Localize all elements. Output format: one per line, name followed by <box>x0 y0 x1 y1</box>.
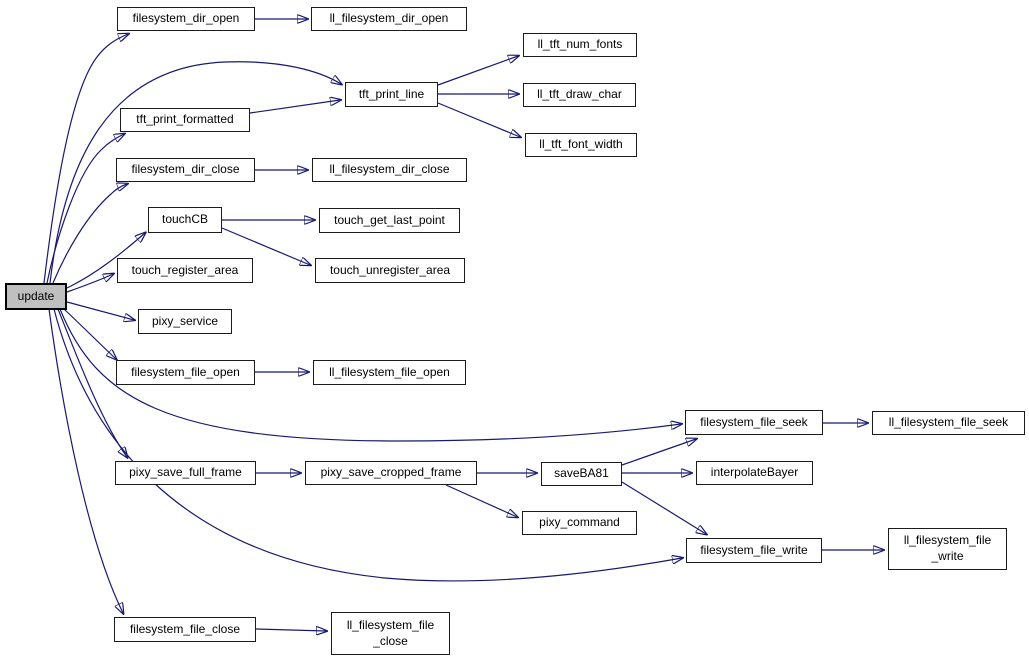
edge-update-to-touchCB <box>66 233 145 289</box>
edge-update-to-filesystem_file_seek <box>59 308 681 442</box>
edge-update-to-tft_print_line <box>49 61 341 284</box>
node-tft_print_formatted[interactable]: tft_print_formatted <box>120 108 250 132</box>
node-ll_filesystem_file_seek[interactable]: ll_filesystem_file_seek <box>872 411 1025 435</box>
node-interpolateBayer[interactable]: interpolateBayer <box>696 461 813 485</box>
edge-saveBA81-to-filesystem_file_write <box>621 481 706 534</box>
node-pixy_service[interactable]: pixy_service <box>138 309 232 334</box>
edge-touchCB-to-touch_unregister_area <box>221 227 310 265</box>
node-touch_register_area[interactable]: touch_register_area <box>117 258 253 283</box>
edge-update-to-filesystem_file_open <box>63 308 116 359</box>
node-touchCB[interactable]: touchCB <box>148 207 222 233</box>
node-filesystem_file_close[interactable]: filesystem_file_close <box>114 617 256 642</box>
edge-tft_print_line-to-ll_tft_font_width <box>437 102 520 137</box>
edge-tft_print_formatted-to-tft_print_line <box>249 100 340 114</box>
node-touch_get_last_point[interactable]: touch_get_last_point <box>319 208 460 233</box>
node-saveBA81[interactable]: saveBA81 <box>541 462 622 486</box>
edge-pixy_save_cropped_frame-to-pixy_command <box>445 484 517 517</box>
edge-saveBA81-to-filesystem_file_seek <box>621 439 696 466</box>
node-ll_filesystem_file_open[interactable]: ll_filesystem_file_open <box>313 360 466 385</box>
edge-filesystem_file_close-to-ll_filesystem_file_close <box>255 629 326 631</box>
edge-update-to-pixy_service <box>66 301 134 320</box>
edge-update-to-filesystem_dir_open <box>43 34 128 284</box>
node-ll_tft_draw_char[interactable]: ll_tft_draw_char <box>523 83 636 107</box>
node-pixy_command[interactable]: pixy_command <box>522 511 637 535</box>
node-filesystem_file_open[interactable]: filesystem_file_open <box>116 360 255 385</box>
edge-update-to-filesystem_file_write <box>53 308 682 582</box>
edge-update-to-touch_register_area <box>66 274 113 293</box>
node-ll_filesystem_dir_close[interactable]: ll_filesystem_dir_close <box>312 158 467 182</box>
node-ll_filesystem_dir_open[interactable]: ll_filesystem_dir_open <box>311 7 467 31</box>
node-filesystem_dir_open[interactable]: filesystem_dir_open <box>117 7 255 31</box>
node-tft_print_line[interactable]: tft_print_line <box>345 82 438 107</box>
node-ll_filesystem_file_close[interactable]: ll_filesystem_file _close <box>331 612 450 655</box>
edge-update-to-filesystem_file_close <box>48 308 123 613</box>
node-filesystem_file_write[interactable]: filesystem_file_write <box>686 538 822 563</box>
node-pixy_save_cropped_frame[interactable]: pixy_save_cropped_frame <box>305 461 477 485</box>
node-ll_tft_font_width[interactable]: ll_tft_font_width <box>525 133 637 157</box>
node-update[interactable]: update <box>5 283 67 310</box>
node-filesystem_dir_close[interactable]: filesystem_dir_close <box>116 158 255 182</box>
edge-update-to-tft_print_formatted <box>46 134 124 284</box>
edge-tft_print_line-to-ll_tft_num_fonts <box>437 56 518 86</box>
node-touch_unregister_area[interactable]: touch_unregister_area <box>315 258 465 283</box>
node-ll_filesystem_file_write[interactable]: ll_filesystem_file _write <box>888 528 1007 570</box>
node-filesystem_file_seek[interactable]: filesystem_file_seek <box>685 410 823 435</box>
edge-update-to-filesystem_dir_close <box>52 184 127 284</box>
node-pixy_save_full_frame[interactable]: pixy_save_full_frame <box>115 461 256 485</box>
node-ll_tft_num_fonts[interactable]: ll_tft_num_fonts <box>523 33 637 57</box>
